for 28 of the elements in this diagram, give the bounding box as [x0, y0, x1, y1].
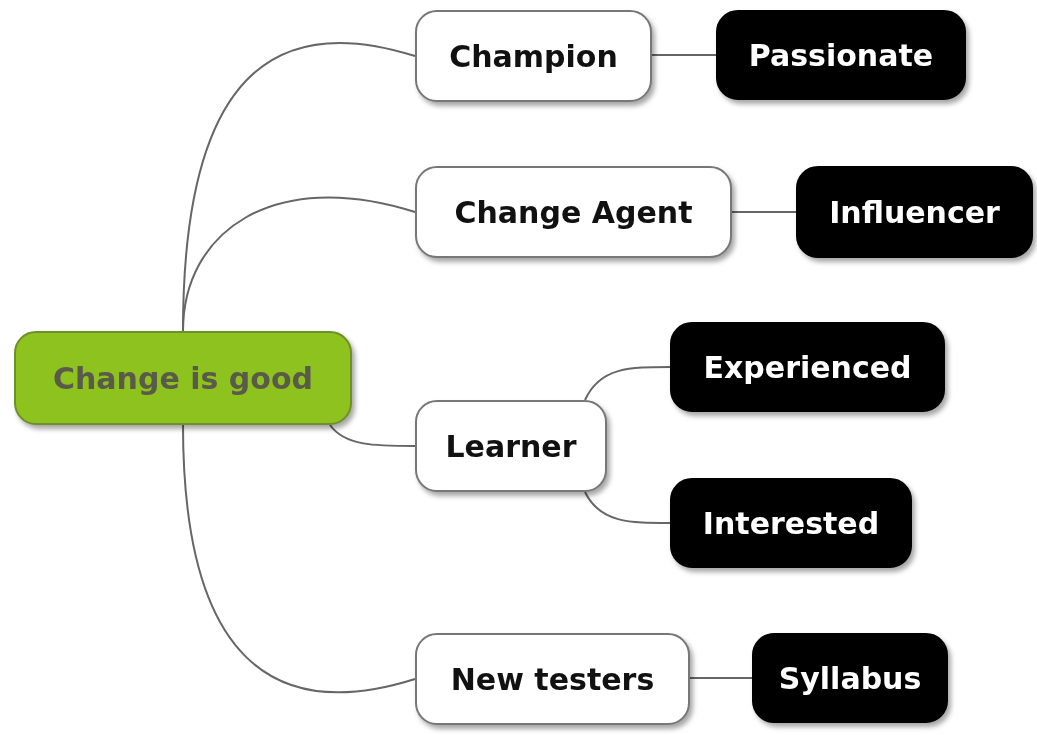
connector-line	[329, 424, 416, 447]
topic-box	[415, 166, 732, 258]
topic-label: Change is good	[53, 360, 313, 396]
topic-label: Learner	[445, 428, 577, 464]
root-topic-box	[14, 331, 352, 425]
topic-box	[415, 400, 607, 492]
leaf-topic-box	[796, 166, 1033, 258]
leaf-topic-box	[670, 322, 945, 412]
leaf-topic-box	[716, 10, 966, 100]
leaf-topic-box	[670, 478, 912, 568]
topic-box	[415, 633, 690, 725]
topic-label: New testers	[450, 661, 655, 697]
topic-label: Passionate	[748, 37, 934, 73]
topic-label: Champion	[449, 38, 618, 74]
connector-line	[584, 366, 671, 401]
connector-line	[182, 424, 416, 694]
leaf-topic-box	[752, 633, 948, 723]
topic-box	[415, 10, 652, 102]
topic-label: Influencer	[829, 194, 1000, 230]
connector-line	[731, 211, 797, 213]
connector-line	[689, 677, 753, 679]
topic-label: Change Agent	[454, 194, 693, 230]
connector-line	[182, 196, 416, 332]
topic-label: Interested	[702, 505, 880, 541]
connector-line	[584, 491, 671, 524]
topic-label: Experienced	[703, 349, 912, 385]
topic-label: Syllabus	[778, 660, 922, 696]
connector-line	[651, 54, 717, 56]
